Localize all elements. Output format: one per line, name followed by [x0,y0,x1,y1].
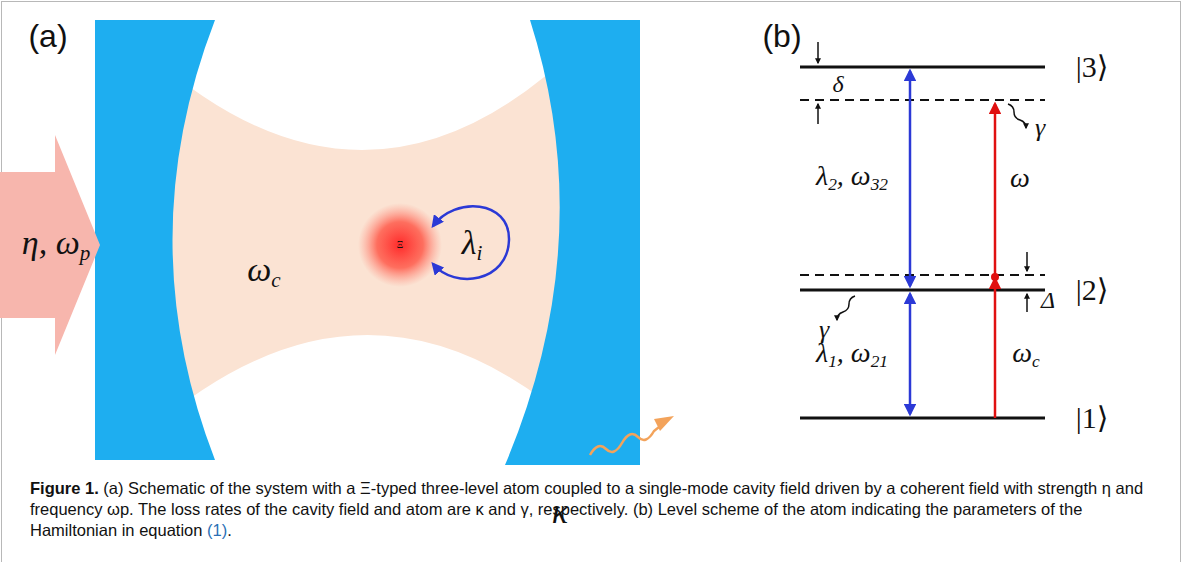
detuning-arrow [817,42,819,63]
decay-wave [837,296,855,320]
leak-head [654,416,674,431]
text-part: 1 [828,352,837,371]
detuning-arrow [1026,252,1028,271]
coupling-label: λ2, ω32 [816,162,888,194]
coupling-label: λi [462,226,483,264]
text-part: i [476,241,482,265]
levels [800,67,1045,418]
text-part: (1) [207,521,227,539]
drive-arrow [994,104,997,275]
coupling-loop [433,206,509,279]
coupling-arrow [909,294,912,414]
panel-label: (b) [762,20,801,52]
virtual-levels [800,100,1045,275]
atom [358,203,442,287]
left-mirror [95,20,215,460]
leak-wave [590,423,664,455]
level-label: |1⟩ [1076,403,1109,433]
cavity-mode [150,45,580,430]
level-label: |2⟩ [1076,275,1109,305]
dot [991,273,999,281]
text-part: 21 [871,352,888,371]
text-part: 32 [871,175,888,194]
cavity-frequency: ωc [1012,339,1040,371]
pump-arrow [0,135,100,355]
coupling-label: λ1, ω21 [816,339,888,371]
text-part: p [80,241,91,265]
decay-label: γ [1035,115,1045,141]
detuning-arrow [1026,294,1028,312]
level-label: |3⟩ [1076,52,1109,82]
drive-frequency: ω [1010,164,1030,192]
figure-caption: Figure 1. (a) Schematic of the system wi… [30,478,1155,541]
coupling-arrow [909,71,912,286]
text-part: c [271,268,280,292]
text-part: 2 [828,175,837,194]
decay-wave [1008,104,1026,128]
drive-arrow [994,279,997,418]
text-part: c [1032,352,1040,371]
right-mirror [505,20,640,465]
text-part: Figure 1. [30,479,99,497]
detuning-label: δ [832,72,843,96]
pump-label: η, ωp [22,226,90,264]
panel-label: (a) [28,20,67,52]
detuning-arrow [817,104,819,124]
cavity-frequency: ωc [247,253,280,291]
detuning-label: Δ [1041,288,1055,312]
atom-symbol: Ξ [397,240,403,250]
